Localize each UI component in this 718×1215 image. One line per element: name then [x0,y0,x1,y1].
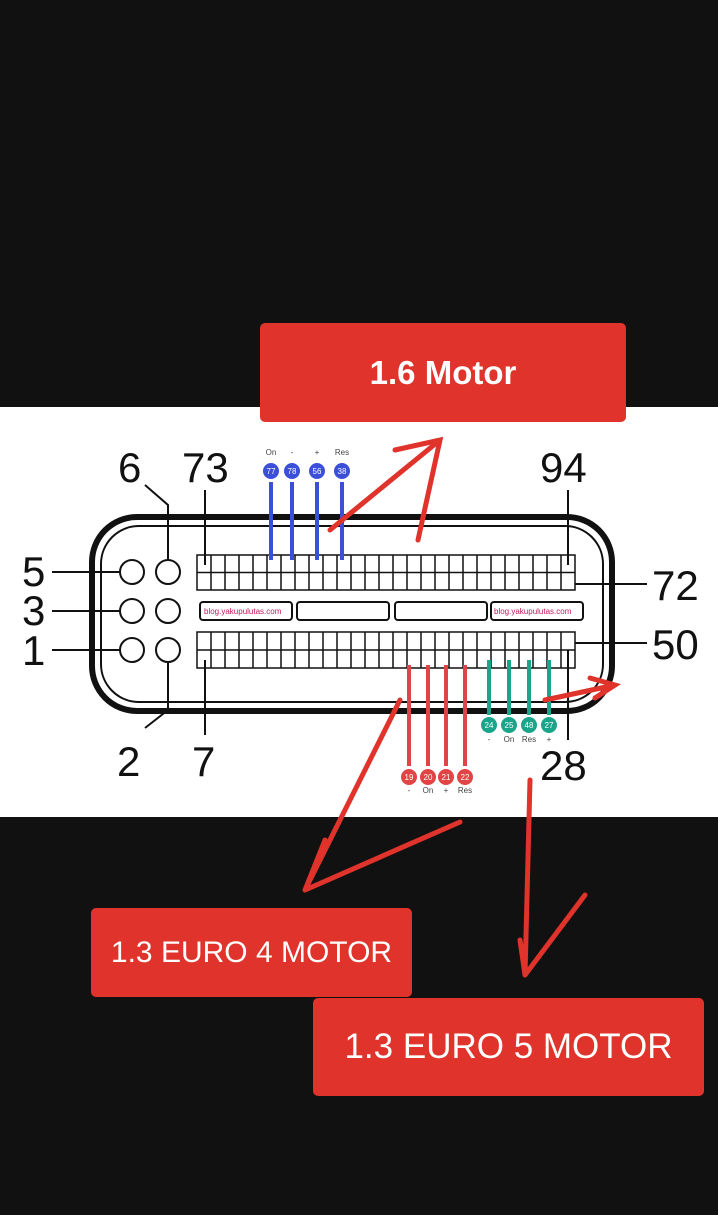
blue-pin-number: 78 [288,467,297,476]
green-pin-number: 25 [505,721,514,730]
pin-number-73: 73 [182,444,229,491]
connector-outline [89,514,615,714]
blue-pin-function: + [315,448,320,457]
watermark-left: blog.yakupulutas.com [204,607,282,616]
arrow-to-1-6-motor [327,436,444,543]
pin-number-2: 2 [117,738,141,785]
arrow-to-euro5 [517,777,588,978]
red-pin-badge [438,769,454,785]
pin-number-6: 6 [118,444,142,491]
connector-inner-outline [100,525,604,703]
blue-pin-number: 77 [267,467,276,476]
pin-number-50: 50 [652,621,699,668]
blue-pin-number: 38 [338,467,347,476]
green-pin-function: Res [522,735,536,744]
blue-pin-badge [284,463,300,479]
pin-number-28: 28 [540,742,587,789]
pin-number-94: 94 [540,444,587,491]
red-pin-number: 22 [461,773,470,782]
pin-6-circle [155,559,181,585]
watermark-right: blog.yakupulutas.com [494,607,572,616]
red-pin-function: Res [458,786,472,795]
red-pin-number: 19 [405,773,414,782]
green-pin-number: 27 [545,721,554,730]
green-pin-number: 24 [485,721,494,730]
blue-pin-badge [309,463,325,479]
red-pin-badge [420,769,436,785]
label-1-6-motor: 1.6 Motor [260,323,626,422]
pin-5-circle [119,559,145,585]
red-pin-badge [457,769,473,785]
green-pin-badge [541,717,557,733]
red-pin-function: On [423,786,434,795]
blue-pin-badge [334,463,350,479]
label-slot-1 [199,601,293,621]
green-pin-badge [521,717,537,733]
pin-number-1: 1 [22,627,46,674]
red-pin-badge [401,769,417,785]
red-pin-number: 20 [424,773,433,782]
pin-4-circle [155,598,181,624]
green-pin-badge [481,717,497,733]
arrow-right [542,675,621,703]
red-pin-function: + [444,786,449,795]
green-pin-function: + [547,735,552,744]
label-slot-2 [296,601,390,621]
pin-2-circle [155,637,181,663]
green-pin-function: On [504,735,515,744]
label-euro5-motor: 1.3 EURO 5 MOTOR [313,998,704,1096]
label-slot-3 [394,601,488,621]
pin-number-7: 7 [192,738,216,785]
pin-3-circle [119,598,145,624]
blue-pin-function: Res [335,448,349,457]
label-slot-4 [490,601,584,621]
pin-1-circle [119,637,145,663]
label-euro4-motor: 1.3 EURO 4 MOTOR [91,908,412,997]
arrow-to-euro4 [302,697,463,893]
blue-pin-badge [263,463,279,479]
green-pin-badge [501,717,517,733]
green-pin-function: - [488,735,491,744]
blue-pin-number: 56 [313,467,322,476]
pin-number-5: 5 [22,548,46,595]
blue-pin-function: - [291,448,294,457]
pin-number-3: 3 [22,587,46,634]
blue-pin-function: On [266,448,277,457]
green-pin-number: 48 [525,721,534,730]
red-pin-number: 21 [442,773,451,782]
red-pin-function: - [408,786,411,795]
pin-number-72: 72 [652,562,699,609]
